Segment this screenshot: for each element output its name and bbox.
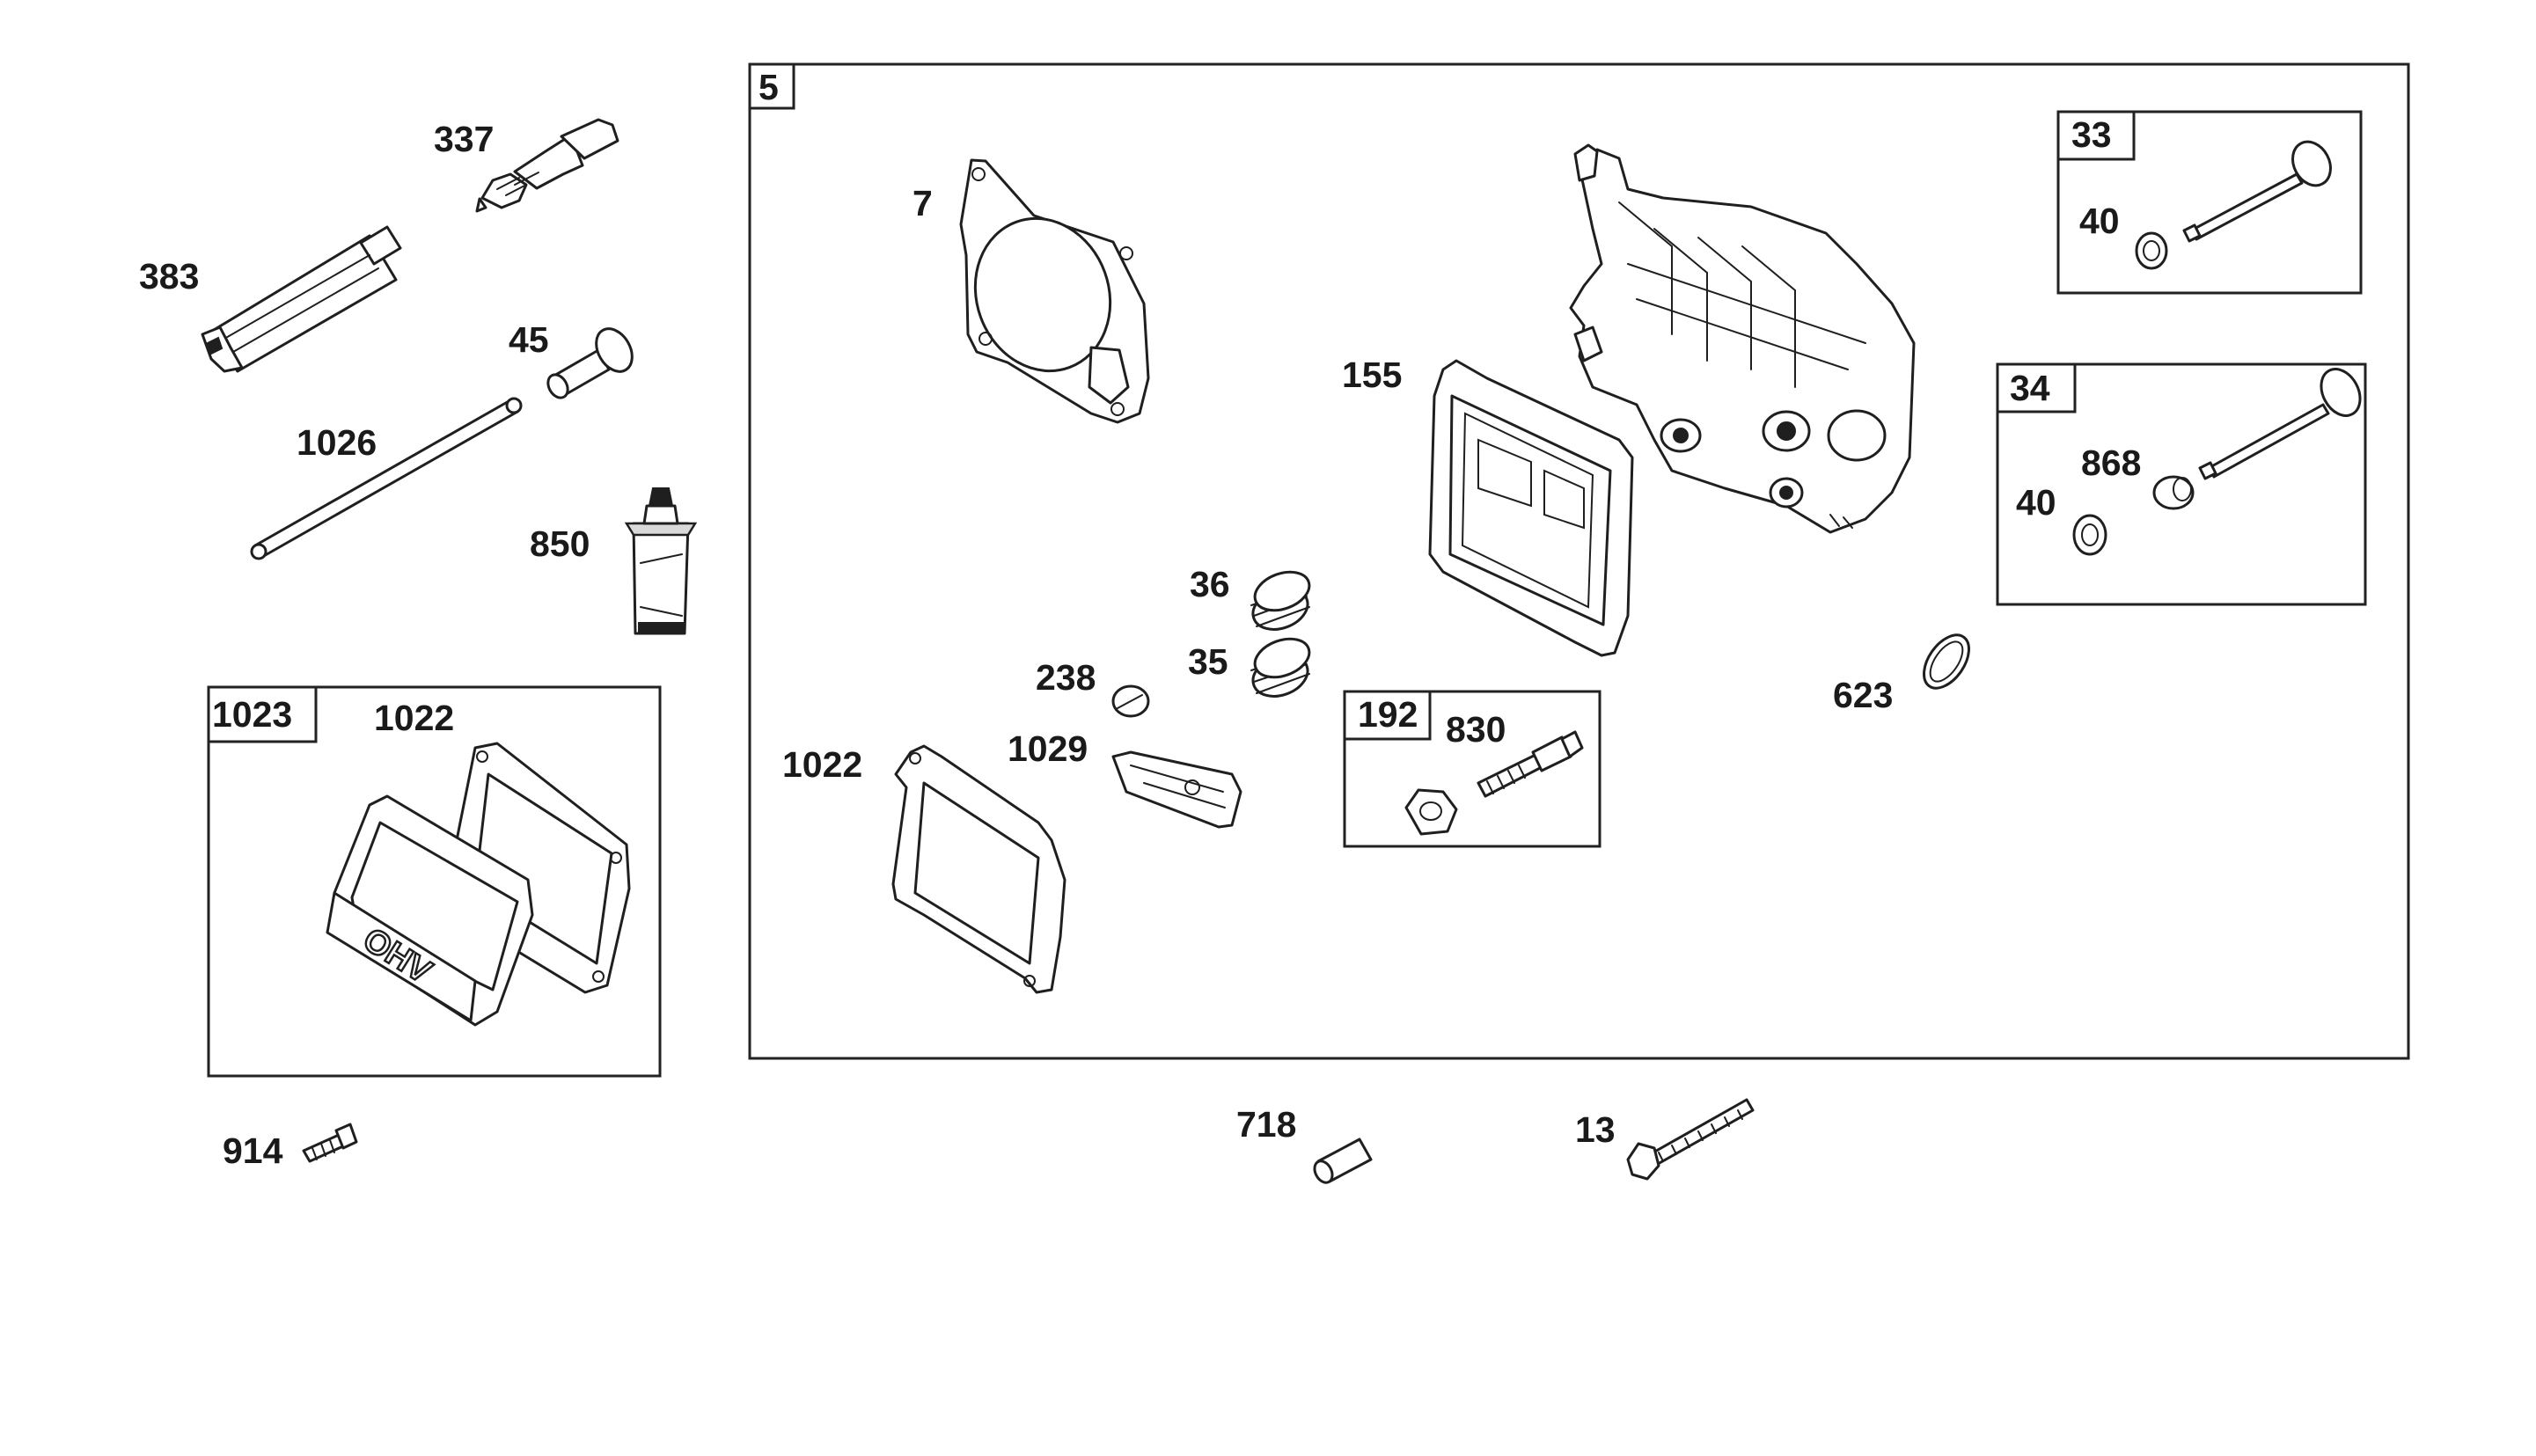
callout-623: 623 (1833, 675, 1893, 715)
dowel-pin-icon (1313, 1138, 1373, 1184)
assembly-1023-box (207, 685, 662, 1078)
callout-155: 155 (1342, 355, 1402, 395)
assembly-33-box (2056, 110, 2363, 295)
keeper-exhaust-icon (2135, 231, 2168, 270)
callout-35: 35 (1188, 641, 1228, 682)
cylinder-head-icon (1569, 143, 1916, 534)
pin-icon (546, 327, 634, 399)
rocker-arm-icon (1111, 750, 1242, 829)
callout-337: 337 (434, 119, 494, 159)
callout-850: 850 (530, 523, 590, 564)
breather-valve-icon (1477, 730, 1584, 798)
valve-cover-icon: OHV (326, 794, 534, 1027)
assembly-34-tag (1996, 362, 2077, 413)
callout-238: 238 (1036, 657, 1096, 698)
callout-13: 13 (1575, 1109, 1616, 1150)
callout-1029: 1029 (1008, 728, 1088, 769)
cap-icon (1111, 684, 1150, 718)
callout-830: 830 (1446, 709, 1506, 750)
assembly-5-box (748, 62, 2410, 1060)
callout-40-exhaust: 40 (2079, 201, 2120, 241)
sealant-tube-icon (624, 487, 698, 635)
valve-spring-lower-icon (1250, 637, 1311, 698)
head-gasket-icon (959, 158, 1150, 424)
keeper-intake-icon (2072, 514, 2107, 556)
assembly-5-label: 5 (759, 67, 779, 107)
assembly-192-tag (1343, 690, 1432, 741)
callout-914: 914 (223, 1130, 283, 1171)
rocker-gasket-icon (891, 744, 1066, 994)
callout-7: 7 (913, 183, 933, 223)
callout-718: 718 (1236, 1104, 1296, 1145)
assembly-5-tag (748, 62, 795, 110)
assembly-34-box (1996, 362, 2367, 606)
intake-valve-icon (2198, 368, 2362, 480)
breather-nut-icon (1404, 788, 1458, 836)
callout-1022-rocker: 1022 (782, 744, 862, 785)
spark-plug-wrench-icon (201, 225, 402, 373)
callout-1026: 1026 (297, 422, 377, 463)
assembly-192-label: 192 (1358, 694, 1418, 735)
assembly-192-box (1343, 690, 1601, 848)
head-bolt-icon (1626, 1098, 1755, 1181)
callout-1022-cover: 1022 (374, 698, 454, 738)
valve-seal-icon (2152, 475, 2195, 510)
assembly-33-label: 33 (2071, 114, 2112, 155)
rocker-cover-icon (1428, 359, 1634, 657)
callout-868: 868 (2081, 443, 2141, 483)
callout-383: 383 (139, 256, 199, 296)
assembly-1023-tag (207, 685, 318, 743)
callout-40-intake: 40 (2016, 482, 2056, 523)
callout-45: 45 (509, 319, 549, 360)
cover-bolt-icon (302, 1123, 358, 1163)
o-ring-icon (1923, 633, 1970, 690)
assembly-1023-label: 1023 (212, 694, 292, 735)
spark-plug-icon (475, 118, 619, 213)
exhaust-valve-icon (2182, 140, 2332, 243)
assembly-33-tag (2056, 110, 2136, 161)
push-rod-icon (250, 397, 523, 560)
valve-spring-upper-icon (1250, 570, 1311, 631)
callout-36: 36 (1190, 564, 1230, 604)
assembly-34-label: 34 (2010, 368, 2050, 408)
